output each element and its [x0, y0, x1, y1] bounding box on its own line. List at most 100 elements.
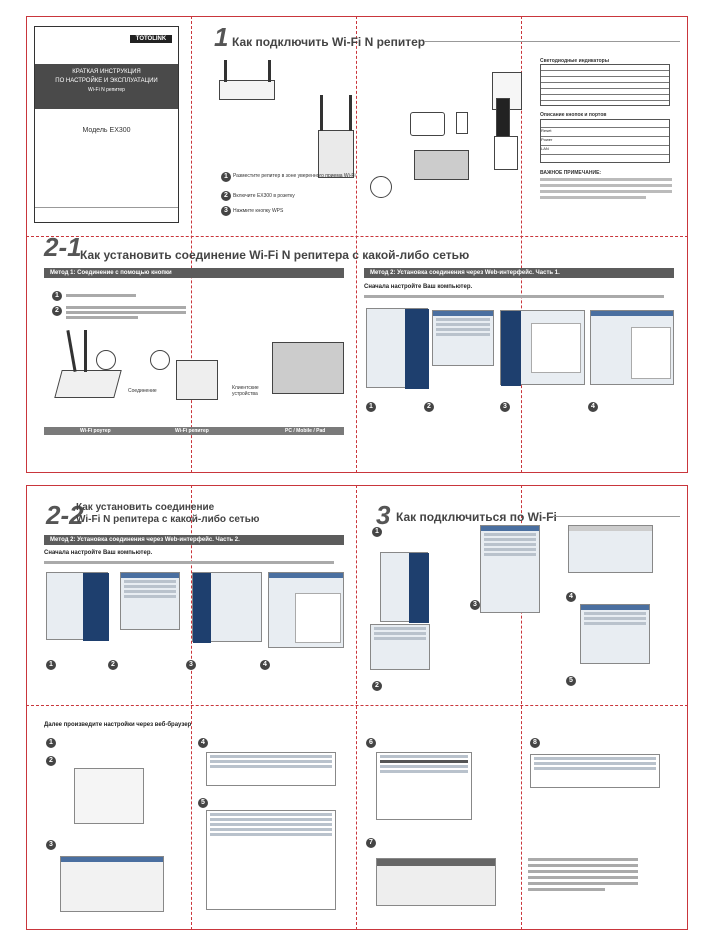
method2-part2-desc [44, 561, 334, 564]
step2-text: Включите EX300 в розетку [233, 193, 295, 199]
method2-head: Сначала настройте Ваш компьютер. [364, 284, 473, 290]
p2-step1-badge: 1 [46, 660, 56, 670]
cover-title-band: КРАТКАЯ ИНСТРУКЦИЯ ПО НАСТРОЙКЕ И ЭКСПЛУ… [35, 64, 178, 109]
m1-step1-text [66, 294, 136, 297]
s3-connect-dialog [568, 525, 653, 573]
tablet-image [410, 112, 445, 136]
cover-panel: TOTOLINK КРАТКАЯ ИНСТРУКЦИЯ ПО НАСТРОЙКЕ… [34, 26, 179, 223]
led-table [540, 64, 670, 106]
section3-rule [548, 516, 680, 517]
devices-label: Клиентские устройства [232, 385, 259, 397]
laptop-image [414, 150, 469, 180]
brand-logo: TOTOLINK [130, 35, 172, 43]
cover-rule [35, 207, 178, 208]
section2-1-number: 2-1 [44, 232, 82, 262]
fold-guide [356, 16, 357, 473]
m1-step2-badge: 2 [52, 306, 62, 316]
label-router: Wi-Fi роутер [80, 428, 111, 434]
led-table-title: Светодиодные индикаторы [540, 58, 609, 64]
p2-step4-badge: 4 [260, 660, 270, 670]
important-note-text [540, 178, 672, 199]
method1-labels-bar [44, 427, 344, 435]
s3-network-list-screenshot [480, 525, 540, 613]
step2-badge: 2 [221, 191, 231, 201]
fold-guide-h [26, 705, 688, 706]
important-note-title: ВАЖНОЕ ПРИМЕЧАНИЕ: [540, 170, 602, 176]
p2-step2-badge: 2 [108, 660, 118, 670]
fold-guide [521, 485, 522, 930]
method2-desc [364, 295, 664, 298]
buttons-table-title: Описание кнопок и портов [540, 112, 607, 118]
pairing-label: Соединение [128, 388, 157, 394]
router-antenna [84, 330, 87, 372]
section2-2-title-line1: Как установить соединение [76, 502, 215, 513]
b-step7-badge: 7 [366, 838, 376, 848]
repeater-antenna [320, 95, 323, 131]
section2-1-title: Как установить соединение Wi-Fi N репите… [80, 248, 470, 262]
fold-guide-h [26, 236, 688, 237]
cover-model: Модель EX300 [82, 127, 131, 134]
buttons-table: Reset Power LAN [540, 119, 670, 163]
fold-guide [521, 16, 522, 473]
s3-step2-badge: 2 [372, 681, 382, 691]
laptop-image [272, 342, 344, 394]
wps-zoom-repeater [150, 350, 170, 370]
b-step3-badge: 3 [46, 840, 56, 850]
section3-title: Как подключиться по Wi-Fi [396, 510, 557, 524]
b-step8-badge: 8 [530, 738, 540, 748]
b-step6-badge: 6 [366, 738, 376, 748]
router-image [219, 80, 275, 100]
b-step1-badge: 1 [46, 738, 56, 748]
step3-text: Нажмите кнопку WPS [233, 208, 284, 214]
buttons-table-row: Reset [541, 128, 669, 137]
section1-number: 1 [214, 22, 229, 52]
method2-part2-head: Сначала настройте Ваш компьютер. [44, 550, 153, 556]
s3-step3-badge: 3 [470, 600, 480, 610]
cover-title-line2: ПО НАСТРОЙКЕ И ЭКСПЛУАТАЦИИ [55, 78, 158, 84]
site-survey-screenshot [206, 810, 336, 910]
b-step5-badge: 5 [198, 798, 208, 808]
security-key-screenshot [530, 754, 660, 788]
s3-start-screenshot [380, 552, 429, 623]
login-form-screenshot [60, 856, 164, 912]
s3-step4-badge: 4 [566, 592, 576, 602]
buttons-table-row: Power [541, 137, 669, 146]
final-note-box [528, 858, 638, 906]
step3-badge: 3 [221, 206, 231, 216]
buttons-table-row: LAN [541, 146, 669, 155]
apply-dialog-screenshot [376, 858, 496, 906]
m2-step4-badge: 4 [588, 402, 598, 412]
fold-guide [191, 16, 192, 473]
wizard-screenshot [206, 752, 336, 786]
method2-part2-bar: Метод 2: Установка соединения через Web-… [44, 535, 344, 545]
label-repeater: Wi-Fi репитер [175, 428, 209, 434]
adapter-settings-screenshot [268, 572, 344, 648]
win-start-menu-screenshot [366, 308, 429, 389]
repeater-antenna [349, 95, 352, 131]
router-image [54, 370, 122, 398]
section2-2-title-line2: Wi-Fi N репитера с какой-либо сетью [76, 514, 260, 525]
network-select-screenshot [376, 752, 472, 820]
network-center-screenshot [192, 572, 262, 643]
login-popup-screenshot [74, 768, 144, 824]
section1-rule [424, 41, 680, 42]
b-step4-badge: 4 [198, 738, 208, 748]
repeater-image [176, 360, 218, 400]
m2-step2-badge: 2 [424, 402, 434, 412]
wps-zoom-router [96, 350, 116, 370]
network-center-screenshot [500, 310, 585, 386]
phone-image [456, 112, 468, 134]
control-panel-screenshot [432, 310, 494, 366]
section3-number: 3 [376, 500, 391, 530]
label-pc: PC / Mobile / Pad [285, 428, 326, 434]
step1-badge: 1 [221, 172, 231, 182]
port-panel-image [494, 136, 518, 170]
m2-step3-badge: 3 [500, 402, 510, 412]
wps-button-zoom [370, 176, 392, 198]
p2-step3-badge: 3 [186, 660, 196, 670]
cover-subtitle: Wi-Fi N репитер [88, 87, 125, 93]
s3-step5-badge: 5 [566, 676, 576, 686]
control-panel-screenshot [120, 572, 180, 630]
cover-title-line1: КРАТКАЯ ИНСТРУКЦИЯ [72, 69, 141, 75]
router-antenna [224, 60, 227, 82]
